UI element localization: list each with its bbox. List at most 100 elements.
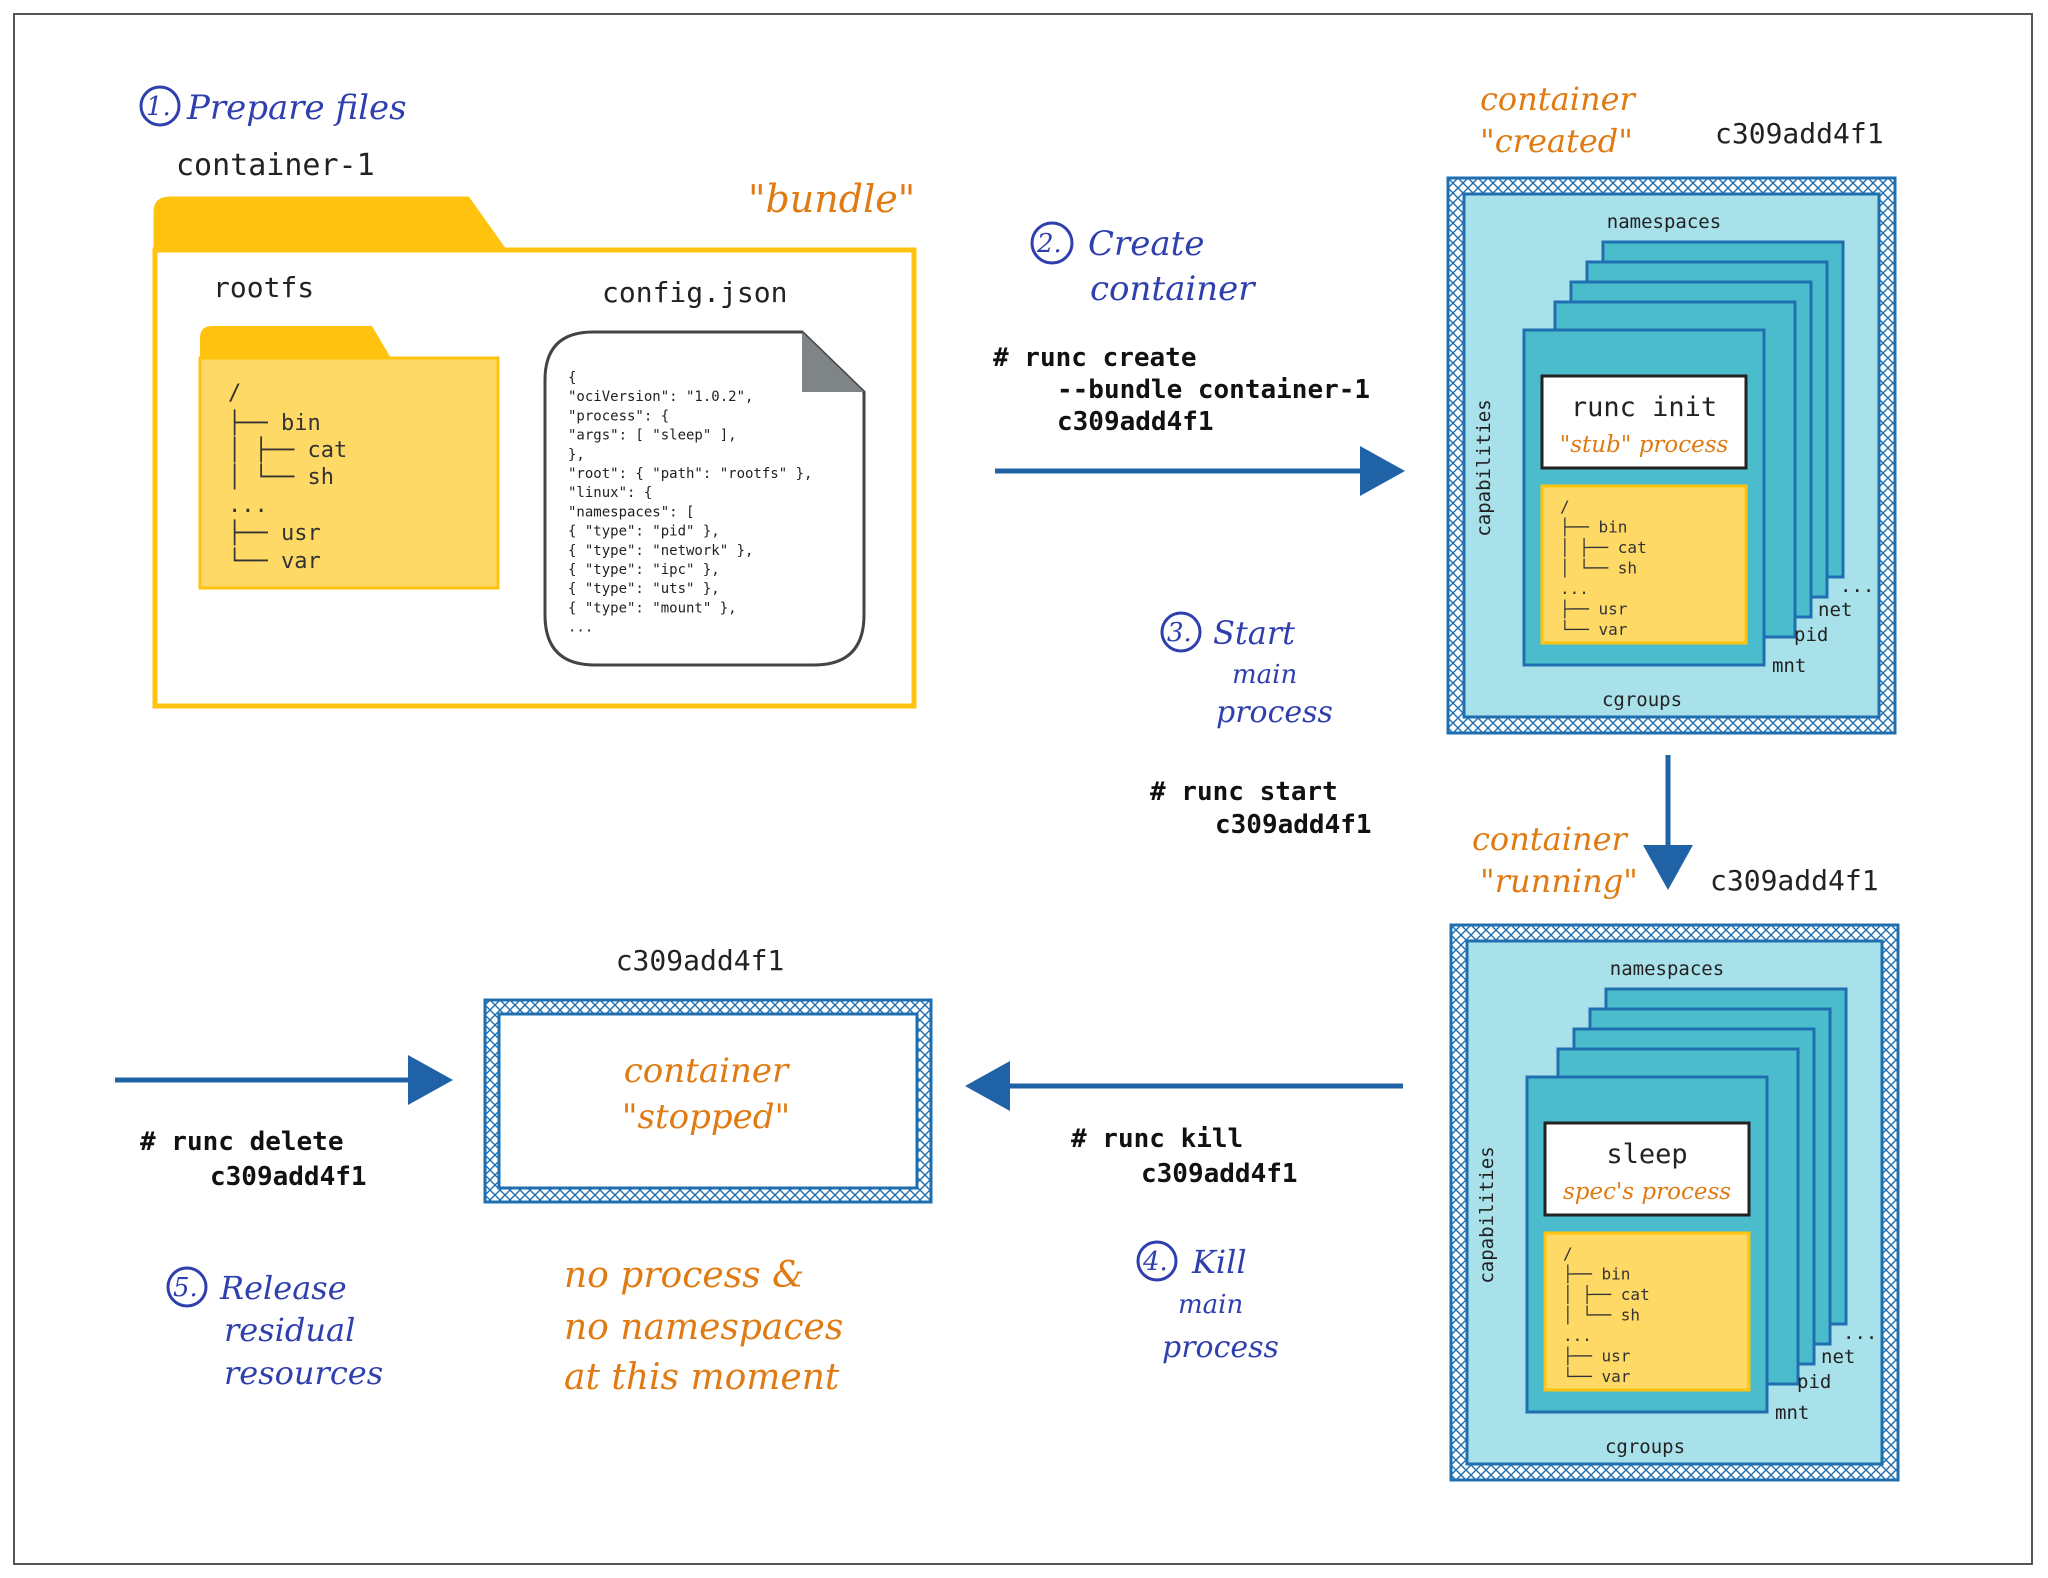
mini-rootfs-tree-line: │ └── sh (1560, 558, 1637, 578)
mini-rootfs-tree-line: │ └── sh (1563, 1305, 1640, 1325)
config-json-label: config.json (602, 276, 787, 309)
step-3-line3: process (1216, 695, 1333, 730)
ns-more-label: ... (1843, 1322, 1877, 1344)
rootfs-tree-line: ├── bin (228, 409, 321, 436)
process-subtitle: spec's process (1563, 1179, 1731, 1205)
mini-rootfs-tree-line: │ ├── cat (1563, 1284, 1650, 1304)
step-2-line2: container (1090, 269, 1256, 309)
create-command-line2: --bundle container-1 (1057, 375, 1370, 405)
bundle-folder-tab (153, 196, 508, 252)
mini-rootfs-tree: /├── bin│ ├── cat│ └── sh...├── usr└── v… (1563, 1244, 1650, 1386)
step-4-line3: process (1162, 1330, 1279, 1365)
bundle-dir-name: container-1 (176, 148, 375, 183)
config-json-line: ... (568, 620, 593, 636)
container-stopped: container "stopped" (483, 998, 933, 1204)
config-json-line: { "type": "pid" }, (568, 524, 720, 540)
rootfs-folder-body (198, 356, 500, 590)
create-command-line1: # runc create (993, 343, 1197, 373)
capabilities-label: capabilities (1476, 1146, 1498, 1283)
rootfs-tree-line: ├── usr (228, 519, 321, 546)
process-title: sleep (1606, 1139, 1687, 1170)
mini-rootfs-tree-line: ├── bin (1560, 517, 1627, 537)
capabilities-label: capabilities (1473, 399, 1495, 536)
mini-rootfs-tree-line: │ ├── cat (1560, 537, 1647, 557)
step-2-line1: Create (1088, 224, 1204, 264)
running-state-line1: container (1472, 820, 1629, 858)
rootfs-label: rootfs (213, 271, 314, 304)
kill-command-line1: # runc kill (1071, 1124, 1243, 1154)
config-json-corner (802, 332, 864, 392)
kill-command-line2: c309add4f1 (1141, 1159, 1298, 1189)
start-command: # runc start c309add4f1 (1150, 777, 1372, 840)
mini-rootfs-tree-line: ... (1563, 1326, 1592, 1345)
cgroups-label: cgroups (1602, 689, 1682, 711)
ns-mnt-label: mnt (1772, 655, 1806, 677)
stopped-note: no process & no namespaces at this momen… (564, 1255, 843, 1398)
ns-net-label: net (1818, 599, 1852, 621)
mini-rootfs-tree-line: / (1560, 497, 1570, 516)
step-1-heading: 1. Prepare files (139, 85, 407, 128)
step-5-line2: residual (224, 1311, 355, 1349)
mini-rootfs-tree-line: ├── usr (1560, 599, 1628, 619)
config-json-line: }, (568, 447, 585, 463)
stopped-note-line2: no namespaces (564, 1307, 843, 1348)
step-5-line1: Release (219, 1269, 347, 1307)
rootfs-tree: /├── bin│ ├── cat│ └── sh...├── usr└── v… (228, 381, 347, 574)
cgroups-label: cgroups (1605, 1436, 1685, 1458)
rootfs-tree-line: └── var (228, 547, 321, 574)
kill-command: # runc kill c309add4f1 (1071, 1124, 1298, 1189)
rootfs-folder: /├── bin│ ├── cat│ └── sh...├── usr└── v… (198, 326, 500, 590)
mini-rootfs-tree-line: / (1563, 1244, 1573, 1263)
stopped-body (497, 1012, 919, 1190)
create-command-line3: c309add4f1 (1057, 407, 1214, 437)
step-5-heading: 5. Release residual resources (166, 1266, 383, 1392)
ns-mnt-label: mnt (1775, 1402, 1809, 1424)
start-command-line1: # runc start (1150, 777, 1338, 807)
config-json-line: { "type": "uts" }, (568, 581, 720, 597)
mini-rootfs-tree-line: └── var (1563, 1366, 1631, 1386)
config-json-line: { "type": "ipc" }, (568, 562, 720, 578)
delete-command-line2: c309add4f1 (210, 1162, 367, 1192)
config-json-line: { "type": "network" }, (568, 543, 753, 559)
stopped-container-id: c309add4f1 (616, 944, 785, 977)
create-command: # runc create --bundle container-1 c309a… (993, 343, 1370, 437)
created-state-line2: "created" (1480, 122, 1633, 160)
start-command-line2: c309add4f1 (1215, 810, 1372, 840)
created-container-id: c309add4f1 (1715, 117, 1884, 150)
step-4-line2: main (1178, 1290, 1243, 1320)
config-json-content: { "ociVersion": "1.0.2", "process": { "a… (568, 370, 812, 636)
step-3-number: 3. (1167, 618, 1192, 648)
step-3-line2: main (1232, 660, 1297, 690)
step-5-badge (166, 1266, 208, 1308)
mini-rootfs-tree-line: └── var (1560, 619, 1628, 639)
ns-pid-label: pid (1797, 1371, 1831, 1393)
ns-net-label: net (1821, 1346, 1855, 1368)
stopped-state-line2: "stopped" (622, 1097, 790, 1137)
step-1-label: Prepare files (186, 88, 407, 128)
step-5-number: 5. (173, 1273, 198, 1303)
outer-frame (13, 13, 2033, 1565)
config-json-line: "namespaces": [ (568, 504, 694, 520)
step-4-number: 4. (1142, 1247, 1168, 1277)
config-json-line: "root": { "path": "rootfs" }, (568, 466, 812, 482)
delete-command: # runc delete c309add4f1 (140, 1127, 367, 1192)
step-3-heading: 3. Start main process (1160, 611, 1333, 730)
mini-rootfs-tree-line: ... (1560, 579, 1589, 598)
config-json-line: { "type": "mount" }, (568, 600, 737, 616)
rootfs-folder-tab (200, 326, 392, 360)
namespaces-label: namespaces (1607, 211, 1721, 233)
bundle-tag: "bundle" (748, 177, 915, 221)
step-1-number: 1. (146, 92, 171, 122)
delete-command-line1: # runc delete (140, 1127, 344, 1157)
config-json-line: { (568, 370, 576, 386)
config-json-line: "linux": { (568, 485, 652, 501)
rootfs-tree-line: │ └── sh (228, 463, 334, 490)
mini-rootfs-tree: /├── bin│ ├── cat│ └── sh...├── usr└── v… (1560, 497, 1647, 639)
running-container-id: c309add4f1 (1710, 864, 1879, 897)
step-5-line3: resources (224, 1354, 383, 1392)
created-state-line1: container (1480, 80, 1637, 118)
step-1-badge (139, 85, 181, 127)
container-created: namespaces cgroups capabilities ... net … (1446, 176, 1897, 735)
config-json-page (543, 330, 866, 667)
